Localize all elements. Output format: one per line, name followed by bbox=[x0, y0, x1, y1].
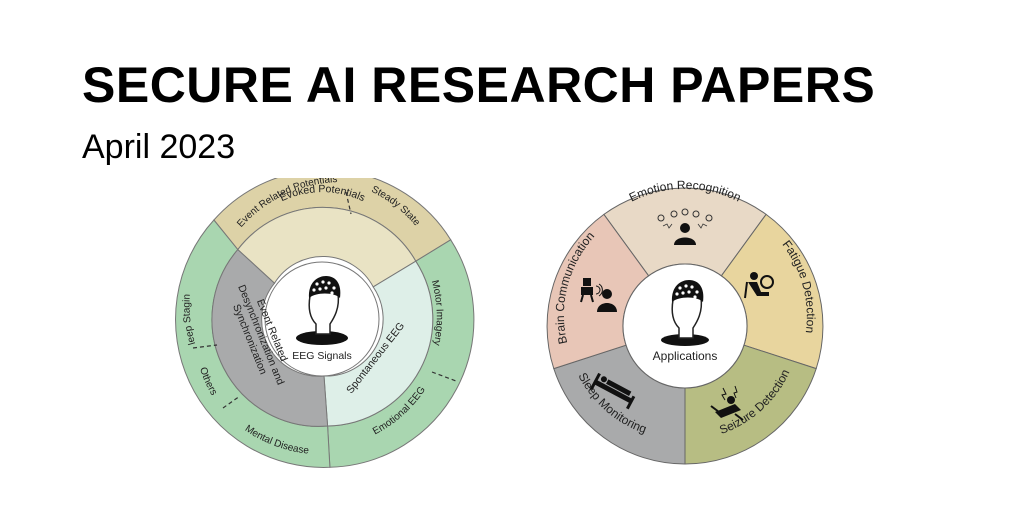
inner-ring-erd bbox=[211, 248, 329, 427]
inner-ring-evoked bbox=[237, 206, 417, 288]
page-title: SECURE AI RESEARCH PAPERS bbox=[82, 57, 876, 113]
page-subtitle: April 2023 bbox=[82, 128, 236, 166]
inner-ring-spontaneous bbox=[323, 260, 434, 427]
eeg-center-label: EEG Signals bbox=[292, 350, 352, 362]
eeg-signals-diagram: EEG Signals Evoked Potentials Spontaneou… bbox=[170, 178, 475, 468]
seizure-person-icon bbox=[710, 385, 744, 421]
sleep-bed-icon bbox=[589, 372, 636, 410]
brain-communication-icon bbox=[580, 278, 617, 312]
emotion-faces-person-icon bbox=[657, 208, 713, 245]
fatigue-driver-icon bbox=[744, 272, 774, 299]
eeg-cap-head-icon bbox=[296, 276, 348, 345]
eeg-cap-head-icon bbox=[661, 280, 709, 346]
applications-diagram: Applications Emotion Recognition Fatigue… bbox=[546, 178, 824, 465]
applications-center-label: Applications bbox=[653, 349, 718, 363]
